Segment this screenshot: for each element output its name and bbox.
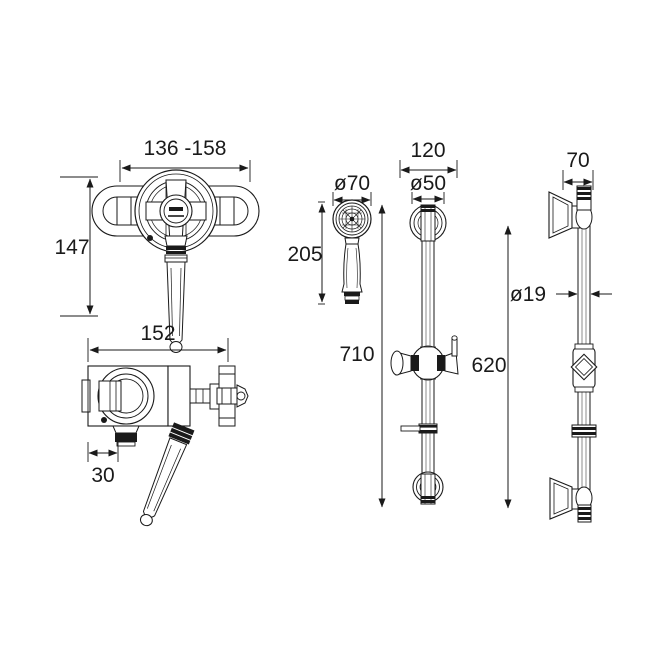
valve-front-view: 136 -158 147	[54, 137, 260, 353]
dimension-label-rail-bracket-projection: 120	[410, 139, 445, 162]
rail-side-top-bracket	[548, 185, 593, 239]
handset-handle	[341, 237, 363, 304]
rail-hose-clip	[400, 423, 438, 434]
dimension-30	[87, 442, 119, 462]
valve-side-flow-handle	[135, 422, 195, 530]
rail-side-handset-holder	[570, 343, 598, 393]
dimension-147	[60, 176, 98, 317]
valve-bottom-outlet	[112, 425, 140, 447]
dimension-label-rail-flange-diameter: ø50	[410, 172, 446, 195]
dimension-label-outlet-offset: 30	[91, 464, 114, 487]
dimension-label-valve-depth: 152	[140, 322, 175, 345]
dimension-70	[562, 170, 594, 190]
rail-side-view: 70 ø19	[510, 149, 612, 523]
valve-wall-plate	[81, 379, 91, 413]
valve-side-inlet-ring	[97, 367, 155, 425]
dimension-dia70	[332, 192, 372, 206]
dimension-152	[87, 338, 229, 362]
valve-side-cross-handle	[189, 365, 249, 427]
dimension-label-handset-length: 205	[287, 243, 322, 266]
dimension-label-handset-diameter: ø70	[334, 172, 370, 195]
dimension-label-rail-fixing-centres: 620	[471, 354, 506, 377]
valve-side-view: 152 30	[81, 322, 249, 530]
rail-top-bracket	[409, 204, 447, 242]
rail-side-lever-diamond	[570, 353, 598, 381]
dimension-136-158	[119, 160, 251, 182]
dimension-205	[318, 201, 326, 305]
dimension-120	[399, 160, 458, 178]
valve-neck	[164, 235, 188, 263]
dimension-label-rail-tube-diameter: ø19	[510, 283, 546, 306]
valve-cross-handle	[134, 169, 218, 253]
handset-spray-face	[332, 199, 372, 239]
dimension-label-valve-width: 136 -158	[144, 137, 227, 160]
dimension-label-rail-side-projection: 70	[566, 149, 589, 172]
dimension-label-rail-overall-length: 710	[339, 343, 374, 366]
rail-bottom-bracket	[412, 471, 444, 505]
rail-side-hose-clip	[571, 424, 597, 438]
dimension-label-valve-height: 147	[54, 236, 89, 259]
valve-side-index-dot	[101, 417, 107, 423]
rail-side-bottom-bracket	[549, 477, 593, 523]
dimension-dia50	[411, 192, 445, 204]
rail-handset-holder	[390, 335, 459, 381]
rail-front-view: 120 ø50 710 620	[339, 139, 512, 509]
handset-view: ø70 205	[287, 172, 372, 305]
